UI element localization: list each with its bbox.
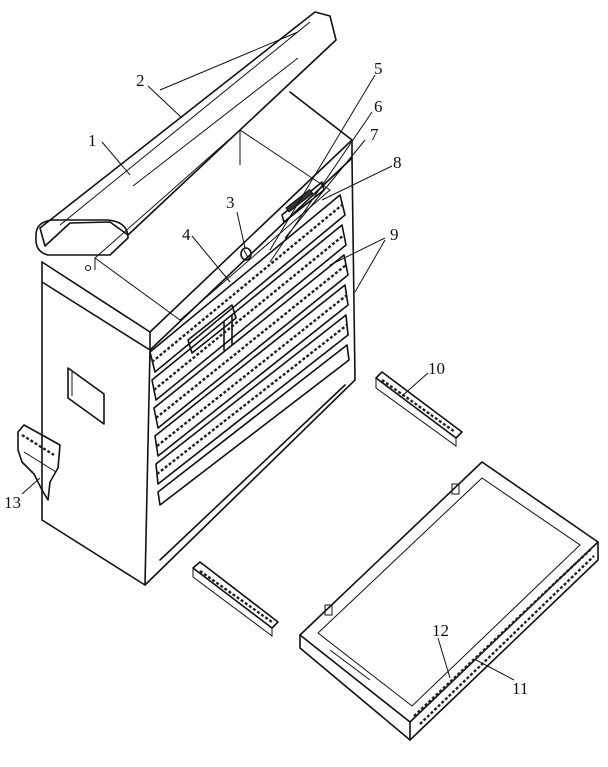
label-13: 13 <box>4 493 21 512</box>
label-11: 11 <box>512 679 528 698</box>
label-12: 12 <box>432 621 449 640</box>
drawer-stack <box>149 181 350 506</box>
lid <box>35 11 337 256</box>
label-7: 7 <box>370 125 379 144</box>
label-5: 5 <box>374 59 383 78</box>
label-6: 6 <box>374 97 383 116</box>
cabinet <box>41 91 356 586</box>
label-4: 4 <box>182 225 191 244</box>
drawer-slide-left <box>192 561 279 637</box>
drawer-slide-right <box>375 371 463 447</box>
label-3: 3 <box>226 193 235 212</box>
label-1: 1 <box>88 131 97 150</box>
callout-labels: 1 2 3 4 5 6 7 8 9 10 11 12 13 <box>4 59 528 698</box>
label-8: 8 <box>393 153 402 172</box>
label-9: 9 <box>390 225 399 244</box>
label-2: 2 <box>136 71 145 90</box>
side-handle <box>17 424 61 501</box>
label-10: 10 <box>428 359 445 378</box>
lock <box>240 247 252 261</box>
leader-lines <box>21 74 515 681</box>
drawer <box>299 461 599 741</box>
